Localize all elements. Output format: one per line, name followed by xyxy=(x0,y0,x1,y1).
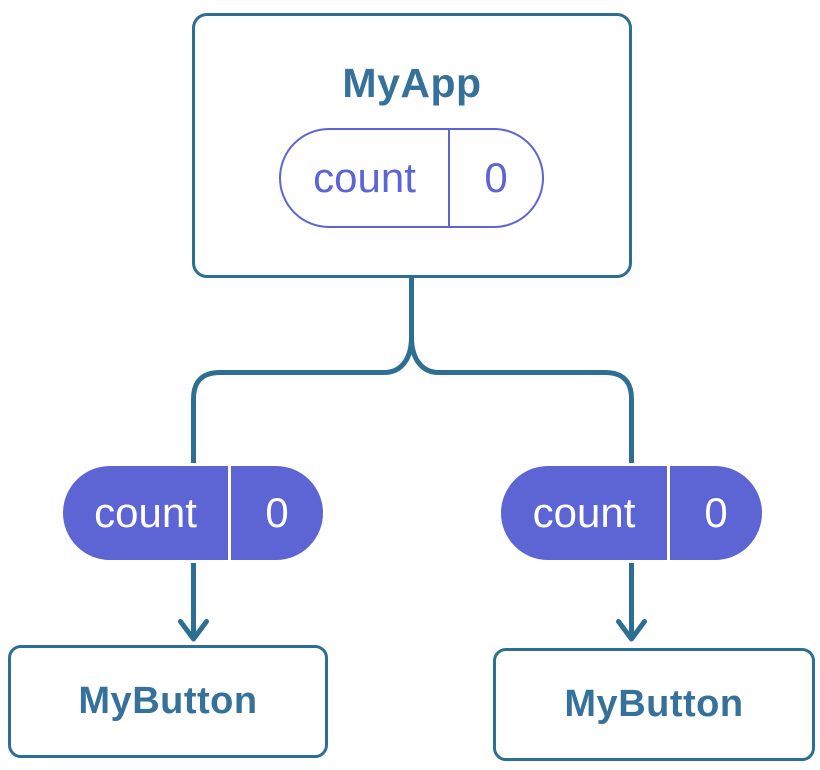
state-value: 0 xyxy=(484,154,508,201)
connector-branch-left xyxy=(191,334,414,467)
root-state-pill: count 0 xyxy=(279,128,544,228)
state-value: 0 xyxy=(265,489,289,536)
child-right-state-pill: count 0 xyxy=(498,463,765,563)
child-component-card-left: MyButton xyxy=(8,645,328,758)
root-component-title: MyApp xyxy=(342,60,482,106)
state-name-label: count xyxy=(501,466,670,560)
child-component-title: MyButton xyxy=(78,680,258,722)
child-left-state-pill: count 0 xyxy=(60,463,326,563)
child-component-card-right: MyButton xyxy=(493,648,815,761)
root-component-card: MyApp count 0 xyxy=(192,13,632,278)
state-value: 0 xyxy=(704,489,728,536)
child-component-title: MyButton xyxy=(564,683,744,725)
state-name-label: count xyxy=(281,130,450,226)
state-name-label: count xyxy=(63,466,231,560)
connector-branch-right xyxy=(409,334,634,467)
arrow-down-left-icon xyxy=(178,559,209,642)
arrow-down-right-icon xyxy=(616,559,647,642)
